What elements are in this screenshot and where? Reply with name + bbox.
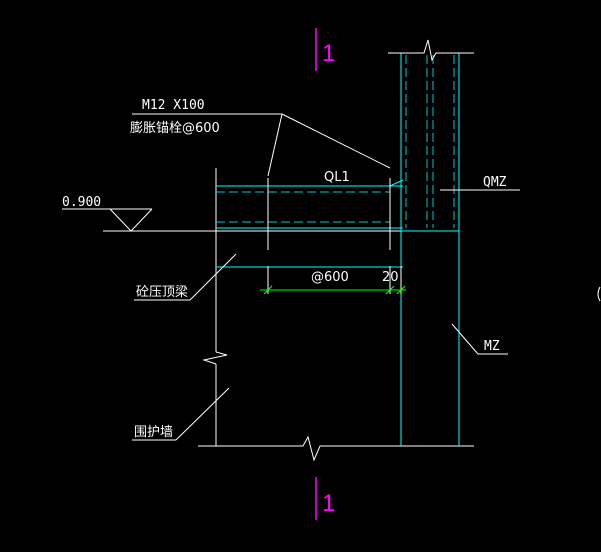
anchor-bolt-leader: M12 X100 膨胀锚栓@600: [130, 98, 391, 177]
section-label-bottom: 1: [322, 490, 335, 517]
dimension-line: @600 20: [216, 266, 406, 295]
elevation-mark: 0.900: [62, 195, 153, 232]
elevation-value: 0.900: [62, 195, 101, 210]
top-beam-ql1: QL1: [216, 170, 404, 250]
column-qmz: [388, 39, 474, 446]
break-line-icon: [202, 351, 228, 365]
beam-id-label: QL1: [324, 170, 350, 185]
mz-label: MZ: [484, 339, 500, 354]
top-beam-label: 砼压顶梁: [136, 285, 188, 300]
partial-arc-right: [597, 286, 601, 302]
enclosure-wall-label: 围护墙: [134, 425, 173, 440]
top-beam-leader: 砼压顶梁: [134, 253, 237, 301]
anchor-bolt-spec: M12 X100: [142, 98, 205, 113]
break-line-icon: [198, 435, 474, 462]
anchor-bolt-name: 膨胀锚栓@600: [130, 121, 220, 136]
mz-leader: MZ: [451, 323, 508, 355]
section-cut-top: 1: [315, 28, 335, 71]
qmz-leader: QMZ: [440, 175, 520, 191]
elevation-triangle-icon: [109, 208, 153, 232]
section-label-top: 1: [322, 40, 335, 67]
qmz-label: QMZ: [483, 175, 507, 190]
section-cut-bottom: 1: [315, 477, 335, 520]
enclosure-wall-leader: 围护墙: [132, 387, 230, 441]
dimension-edge: 20: [382, 270, 399, 285]
dimension-spacing: @600: [311, 270, 349, 285]
break-line-icon: [388, 39, 474, 62]
enclosure-wall: [198, 168, 474, 462]
